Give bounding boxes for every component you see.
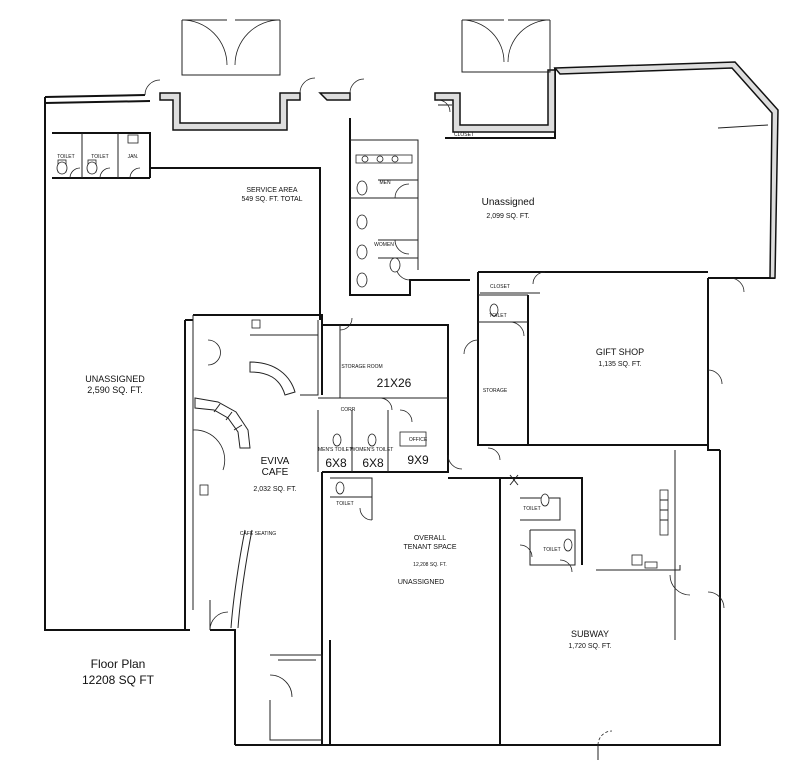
overall-tenant-size: 12,208 SQ. FT. (413, 562, 447, 568)
room-9x9-label: 9X9 (407, 453, 429, 467)
mens-toilet-size: 6X8 (325, 456, 347, 470)
interior-walls (52, 118, 769, 760)
storage-label-gift: STORAGE (483, 388, 508, 394)
womens-toilet-tag: WOMEN'S TOILET (351, 447, 394, 453)
women-label: WOMEN (374, 242, 394, 248)
ne-exterior-wall (553, 61, 779, 279)
service-area-name: SERVICE AREA (246, 187, 298, 194)
service-area-size: 549 SQ. FT. TOTAL (241, 196, 302, 203)
overall-tenant-status: UNASSIGNED (398, 579, 444, 586)
unassigned-west-size: 2,590 SQ. FT. (87, 385, 143, 395)
caption-title: Floor Plan (91, 657, 146, 671)
closet-label-gift: CLOSET (490, 284, 510, 290)
overall-tenant-line1: OVERALL (414, 535, 446, 542)
gift-shop-name: GIFT SHOP (596, 347, 644, 357)
toilet-label-1: TOILET (57, 154, 74, 160)
office-label: OFFICE (409, 437, 428, 443)
caption-total-area: 12208 SQ FT (82, 673, 155, 687)
jan-label: JAN. (128, 154, 139, 160)
entrance-vestibule-west (144, 19, 316, 131)
plan-caption: Floor Plan 12208 SQ FT (82, 657, 155, 687)
storage-room-label: STORAGE ROOM (341, 364, 382, 370)
subway-size: 1,720 SQ. FT. (568, 643, 611, 650)
eviva-cafe-name-line1: EVIVA (261, 456, 290, 467)
cafe-seating-label: CAFE SEATING (240, 531, 276, 537)
subway-name: SUBWAY (571, 629, 609, 639)
unassigned-west-name: UNASSIGNED (85, 374, 145, 384)
eviva-cafe-name-line2: CAFE (262, 467, 289, 478)
unassigned-ne-size: 2,099 SQ. FT. (486, 213, 529, 220)
room-21x26-label: 21X26 (377, 376, 412, 390)
eviva-cafe-size: 2,032 SQ. FT. (253, 486, 296, 493)
toilet-label-center: TOILET (336, 501, 353, 507)
exterior-walls (44, 61, 779, 746)
womens-toilet-size: 6X8 (362, 456, 384, 470)
corr-label: CORR (341, 407, 356, 413)
men-label: MEN (379, 180, 391, 186)
room-labels: TOILET TOILET JAN. SERVICE AREA 549 SQ. … (57, 132, 644, 650)
toilet-label-subway-1: TOILET (523, 506, 540, 512)
unassigned-ne-name: Unassigned (482, 197, 535, 208)
entrance-vestibule-east (318, 19, 556, 133)
overall-tenant-line2: TENANT SPACE (403, 544, 456, 551)
plumbing-fixtures (56, 134, 573, 552)
toilet-label-subway-2: TOILET (543, 547, 560, 553)
toilet-label-gift: TOILET (489, 313, 506, 319)
mens-toilet-tag: MEN'S TOILET (318, 447, 352, 453)
toilet-label-2: TOILET (91, 154, 108, 160)
gift-shop-size: 1,135 SQ. FT. (598, 361, 641, 368)
closet-label-north: CLOSET (454, 132, 474, 138)
